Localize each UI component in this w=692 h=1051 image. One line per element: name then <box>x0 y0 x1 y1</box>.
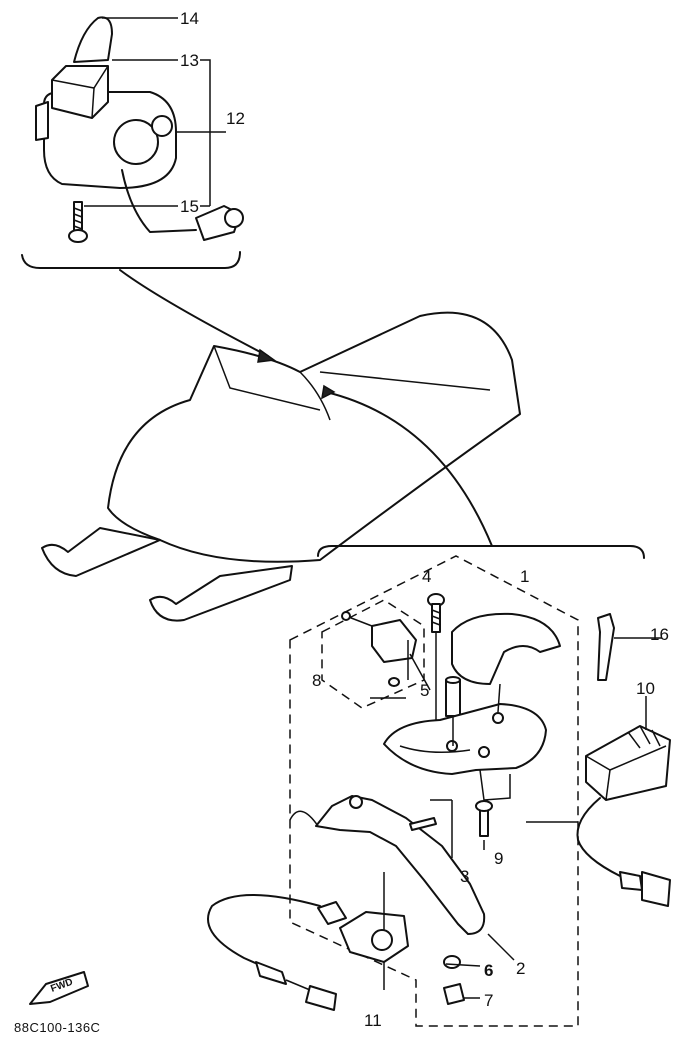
part-5-spacer <box>445 679 461 717</box>
callout-12: 12 <box>226 109 245 128</box>
callout-6: 6 <box>484 961 493 980</box>
callout-10: 10 <box>636 679 655 698</box>
callout-13: 13 <box>180 51 199 70</box>
lever-cover <box>451 612 561 685</box>
callout-4: 4 <box>422 567 431 586</box>
callout-7: 7 <box>484 991 493 1010</box>
fwd-direction-icon: FWD <box>29 971 89 1005</box>
callout-8: 8 <box>312 671 321 690</box>
callout-14: 14 <box>180 9 199 28</box>
inset-throttle-housing <box>21 16 244 269</box>
brake-lever-assembly <box>207 593 671 1011</box>
callout-9: 9 <box>494 849 503 868</box>
callout-16: 16 <box>650 625 669 644</box>
callout-11: 11 <box>364 1011 382 1030</box>
part-2-lever <box>315 795 486 935</box>
part-14-lever <box>73 16 113 63</box>
callout-5: 5 <box>420 681 429 700</box>
callout-1: 1 <box>520 567 529 586</box>
part-6-washer <box>443 955 461 969</box>
part-7-nut <box>443 983 465 1005</box>
part-16-cable-tie <box>597 613 615 681</box>
drawing-code: 88C100-136C <box>14 1020 100 1035</box>
part-4-bolt <box>427 593 445 633</box>
callout-2: 2 <box>516 959 525 978</box>
callout-3: 3 <box>460 867 469 886</box>
callout-15: 15 <box>180 197 199 216</box>
snowmobile-outline <box>41 269 521 622</box>
part-13-cap <box>51 65 109 119</box>
